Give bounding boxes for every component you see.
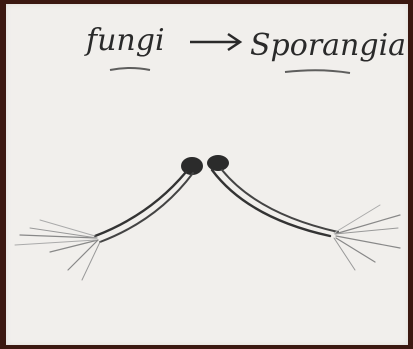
underline-left [110,68,150,70]
caption-right-word: Sporangia [250,28,406,63]
hypha-right [212,170,400,270]
caption: fungi Sporangia [84,23,406,73]
sporangium-right [207,155,229,171]
hypha-left [15,172,193,280]
underline-right [285,70,350,73]
arrow-icon [190,34,240,50]
caption-left-word: fungi [84,23,165,58]
